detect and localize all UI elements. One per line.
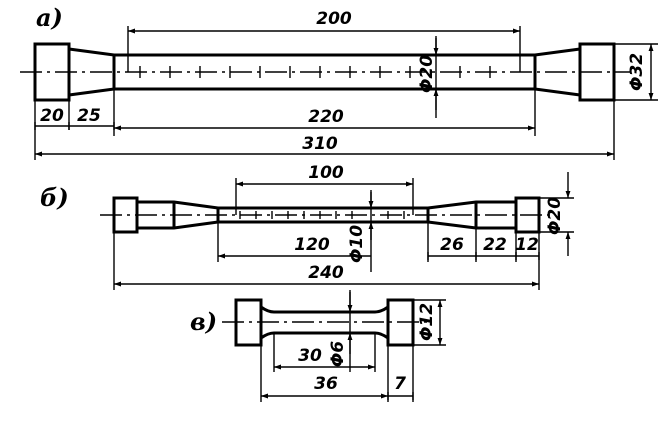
figure-a-label: а) bbox=[36, 3, 63, 32]
figure-b-dim-marks bbox=[427, 252, 540, 260]
figure-b-dim-22-text: 22 bbox=[483, 235, 507, 255]
figure-b-bottom-profile bbox=[137, 220, 516, 230]
figure-b-label: б) bbox=[40, 183, 69, 212]
figure-a-diameter-text: Φ20 bbox=[417, 55, 437, 93]
figure-c-dim-marks bbox=[387, 392, 414, 400]
figure-b-dim-12-text: 12 bbox=[515, 235, 539, 255]
figure-a-dim-220-text: 220 bbox=[308, 107, 344, 127]
figure-a-top-profile bbox=[68, 47, 581, 57]
figure-a-head-diameter-text: Φ32 bbox=[627, 53, 647, 91]
figure-b-top-profile bbox=[137, 200, 516, 210]
figure-a-dim-20-text: 20 bbox=[40, 106, 64, 126]
figure-c-top-profile bbox=[260, 305, 389, 314]
figure-b-gauge-ticks bbox=[239, 211, 405, 219]
figure-c-dim-30-text: 30 bbox=[298, 346, 322, 366]
figure-c-head-diameter-text: Φ12 bbox=[417, 303, 437, 341]
figure-a: а) 200 Φ20 Φ32 20 bbox=[20, 3, 658, 160]
figure-a-dim-25-text: 25 bbox=[77, 106, 101, 126]
figure-b-head-diameter-text: Φ20 bbox=[545, 197, 565, 235]
figure-a-dim-200-text: 200 bbox=[316, 9, 352, 29]
figure-b-dim-240-text: 240 bbox=[308, 263, 344, 283]
figure-b-dim-120-text: 120 bbox=[294, 235, 330, 255]
figure-c-label: в) bbox=[190, 307, 217, 336]
figure-c-bottom-profile bbox=[260, 331, 389, 340]
figure-c-diameter-text: Φ6 bbox=[328, 341, 348, 367]
figure-c-dim-7-text: 7 bbox=[394, 374, 406, 394]
figure-a-bottom-profile bbox=[68, 87, 581, 97]
figure-b-dim-26-text: 26 bbox=[440, 235, 464, 255]
figure-c-dim-36-text: 36 bbox=[314, 374, 338, 394]
figure-b-dim-100-text: 100 bbox=[308, 163, 344, 183]
figure-a-gauge-ticks bbox=[139, 66, 491, 78]
figure-a-dim-310-text: 310 bbox=[302, 134, 338, 154]
figure-c: в) Φ6 Φ12 30 36 7 bbox=[190, 290, 446, 402]
figure-b: б) 100 Φ10 Φ20 bbox=[40, 163, 574, 290]
figure-b-diameter-text: Φ10 bbox=[347, 225, 367, 263]
